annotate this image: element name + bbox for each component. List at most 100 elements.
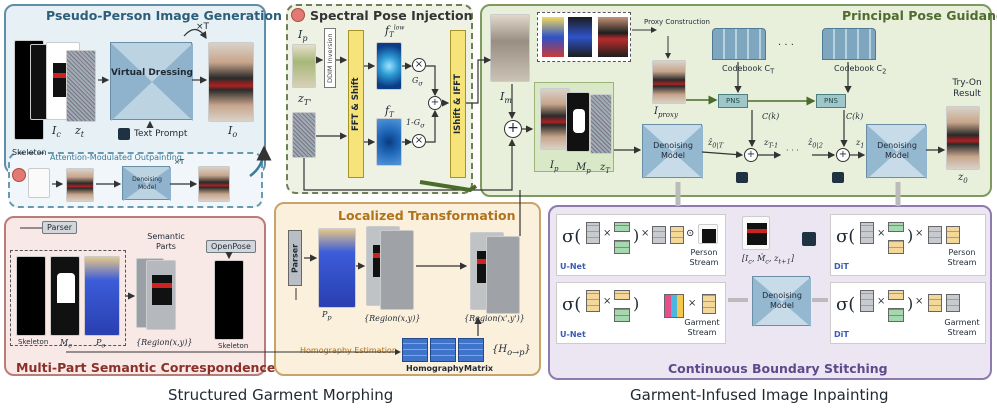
proxy-construction-label: Proxy Construction bbox=[644, 18, 710, 26]
attention-outpainting-title: Attention-Modulated Outpainting bbox=[50, 153, 182, 162]
dit-label-person: DiT bbox=[834, 262, 849, 271]
q-matrix-dit-garment bbox=[860, 290, 874, 312]
denoising-model-final-label: Denoising Model bbox=[877, 141, 917, 160]
po-parts-image bbox=[84, 256, 120, 336]
parts-group-frame bbox=[10, 250, 126, 346]
proxy-image bbox=[652, 60, 686, 104]
mc-small-tshirt bbox=[698, 224, 718, 244]
attn-loop-label: ×T bbox=[174, 158, 185, 166]
z02-label: ẑ0|2 bbox=[808, 138, 823, 150]
sigma-unet-person: σ( bbox=[562, 226, 582, 247]
ic-label: Ic bbox=[52, 124, 61, 140]
openpose-skeleton-label: Skeleton bbox=[218, 342, 249, 350]
k-matrix-unet-garment-1 bbox=[614, 290, 630, 300]
localized-transformation-title: Localized Transformation bbox=[338, 208, 516, 223]
input-set-label: [Ic, M̂c, zt+1] bbox=[742, 254, 794, 266]
text-prompt-icon bbox=[118, 128, 130, 140]
attn-denoising-label: Denoising Model bbox=[132, 176, 162, 191]
pns-block-1: PNS bbox=[718, 94, 748, 108]
one-minus-g-label: 1-Gσ bbox=[406, 118, 425, 130]
ip-prime-label: Ip bbox=[550, 160, 559, 173]
k-matrix-dit-garment-2 bbox=[888, 308, 904, 322]
zT-label: zT bbox=[600, 162, 610, 175]
caption-left: Structured Garment Morphing bbox=[168, 386, 394, 404]
step-add-op-1: + bbox=[744, 148, 758, 162]
center-garment-image bbox=[742, 216, 770, 250]
k-matrix-dit-person-1 bbox=[888, 222, 904, 232]
denoising-model-final: Denoising Model bbox=[866, 124, 927, 179]
step-ellipsis: · · · bbox=[786, 146, 799, 155]
unet-label-garment: U-Net bbox=[560, 330, 586, 339]
outpaint-result-image bbox=[198, 166, 230, 202]
k-matrix-unet-person-1 bbox=[614, 222, 630, 232]
v-matrix-unet-person bbox=[652, 226, 666, 244]
outpaint-masked-person bbox=[66, 168, 94, 202]
close-paren-4: ) bbox=[907, 294, 914, 313]
sigma-unet-garment: σ( bbox=[562, 294, 582, 315]
v-matrix-dit-garment bbox=[928, 294, 942, 312]
text-prompt-icon-4 bbox=[802, 232, 816, 246]
multi-part-title: Multi-Part Semantic Correspondence bbox=[16, 360, 276, 375]
close-paren-1: ) bbox=[633, 226, 640, 245]
times-8: × bbox=[915, 296, 924, 307]
k-matrix-unet-person-2 bbox=[614, 240, 630, 254]
zt-label: zt bbox=[75, 124, 85, 140]
pp-parts-image bbox=[318, 228, 356, 308]
openpose-skeleton-image bbox=[214, 260, 244, 340]
concat-add-op: + bbox=[504, 120, 522, 138]
mp-skeleton-label: Skeleton bbox=[18, 338, 49, 346]
k-matrix-dit-garment-1 bbox=[888, 290, 904, 300]
mp-label: Mp bbox=[576, 162, 591, 175]
f-high-label: fT bbox=[385, 104, 394, 120]
caption-right: Garment-Infused Image Inpainting bbox=[630, 386, 889, 404]
unet-label-person: U-Net bbox=[560, 262, 586, 271]
f-low-label: fTlow bbox=[385, 24, 405, 40]
matrix-word: Matrix bbox=[464, 364, 494, 373]
vc-matrix-unet-garment bbox=[702, 294, 716, 314]
v-matrix-dit-person bbox=[928, 226, 942, 244]
times-7: × bbox=[877, 296, 886, 307]
mc-label: Mc bbox=[60, 338, 72, 350]
sigma-dit-garment: σ( bbox=[836, 294, 856, 315]
masked-input-image bbox=[490, 14, 530, 82]
region-o-label: {Region(x,y)} bbox=[136, 338, 193, 347]
times-6: × bbox=[688, 298, 697, 309]
close-paren-2: ) bbox=[907, 226, 914, 245]
k-matrix-unet-garment-2 bbox=[614, 308, 630, 322]
proxy-construction-inset bbox=[537, 12, 631, 62]
virtual-dressing-label: Virtual Dressing bbox=[111, 68, 193, 78]
close-paren-3: ) bbox=[633, 294, 640, 313]
region-stack-mid bbox=[146, 260, 176, 330]
dit-person-box bbox=[830, 214, 986, 276]
io-label: Io bbox=[228, 124, 238, 140]
outpaint-input-stack bbox=[28, 168, 50, 198]
pp-label: Pp bbox=[322, 310, 332, 322]
i-proxy-label: Iproxy bbox=[654, 106, 678, 119]
unet-garment-box bbox=[556, 282, 726, 344]
vp-matrix-dit-garment bbox=[946, 294, 960, 312]
po-label: Po bbox=[96, 338, 106, 350]
loop-xt-label: ×T bbox=[196, 22, 210, 32]
principal-pose-title: Principal Pose Guidance bbox=[842, 8, 997, 23]
dit-label-garment: DiT bbox=[834, 330, 849, 339]
spectral-pose-title: Spectral Pose Injection bbox=[310, 8, 473, 23]
low-freq-spectrum bbox=[376, 42, 402, 90]
multiply-op-bottom: × bbox=[412, 134, 426, 148]
z0T-label: ẑ0|T bbox=[708, 138, 724, 150]
unet-person-box bbox=[556, 214, 726, 276]
q-matrix-unet-garment bbox=[586, 290, 600, 312]
k-matrix-dit-person-2 bbox=[888, 240, 904, 254]
inverted-latent-image bbox=[292, 112, 316, 158]
noise-latent-image bbox=[66, 50, 96, 122]
homography-matrix-2 bbox=[430, 338, 456, 362]
codebook-ct-label: Codebook CT bbox=[722, 64, 775, 76]
try-on-result-label: Try-On Result bbox=[952, 78, 982, 99]
denoising-model-stitch-label: Denoising Model bbox=[762, 291, 802, 310]
codebook-ellipsis: · · · bbox=[778, 40, 794, 51]
text-prompt-label: Text Prompt bbox=[134, 129, 188, 139]
h-set-label: {Ho→p} bbox=[492, 344, 531, 357]
